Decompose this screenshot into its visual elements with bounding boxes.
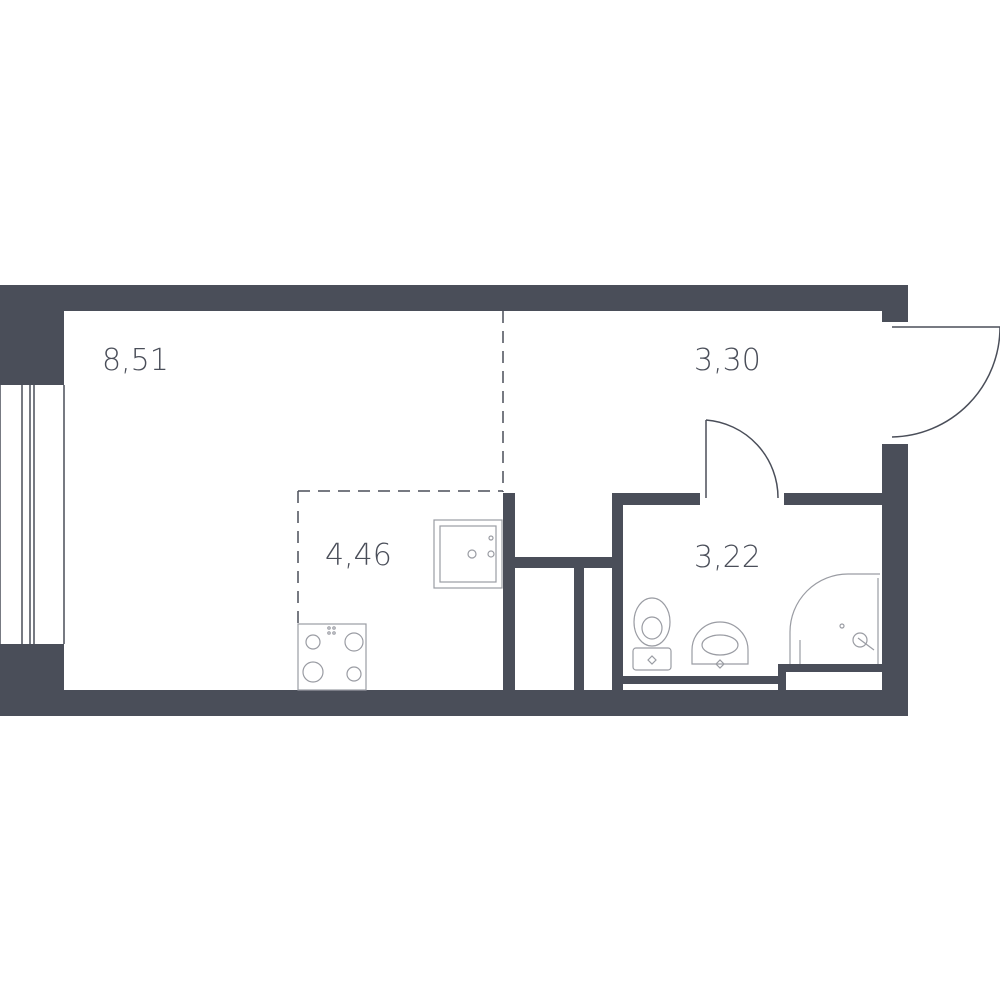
washbasin — [691, 621, 749, 669]
room-area-kitchen: 4,46 — [325, 538, 392, 573]
wall-bathroom-bottom-right — [778, 664, 882, 672]
room-area-hall: 3,30 — [694, 343, 761, 378]
shower — [789, 573, 880, 664]
kitchen-sink — [433, 519, 503, 589]
wall-bathroom-top-left — [612, 493, 700, 505]
wall-bathroom-bottom-post — [778, 664, 786, 690]
wall-bathroom-bottom — [612, 676, 782, 684]
room-area-living: 8,51 — [102, 343, 169, 378]
walls — [0, 285, 908, 716]
wall-right-upper — [882, 285, 908, 322]
wall-right-lower — [882, 444, 908, 716]
room-area-bathroom: 3,22 — [694, 540, 761, 575]
wall-bathroom-top-right — [784, 493, 882, 505]
wall-shaft-divider — [574, 557, 584, 690]
wall-bathroom-left — [612, 493, 623, 690]
wall-shaft-top — [503, 557, 623, 568]
wall-kitchen-shaft — [503, 493, 515, 690]
wall-top — [0, 285, 908, 311]
toilet — [632, 597, 672, 671]
kitchen-stove — [297, 623, 367, 691]
wall-left-upper — [0, 285, 64, 385]
wall-left-lower — [0, 644, 64, 716]
zone-dividers — [297, 311, 504, 624]
bathroom-door — [705, 419, 779, 499]
entrance-door — [891, 326, 1000, 438]
window — [0, 385, 65, 644]
wall-bottom — [0, 690, 908, 716]
